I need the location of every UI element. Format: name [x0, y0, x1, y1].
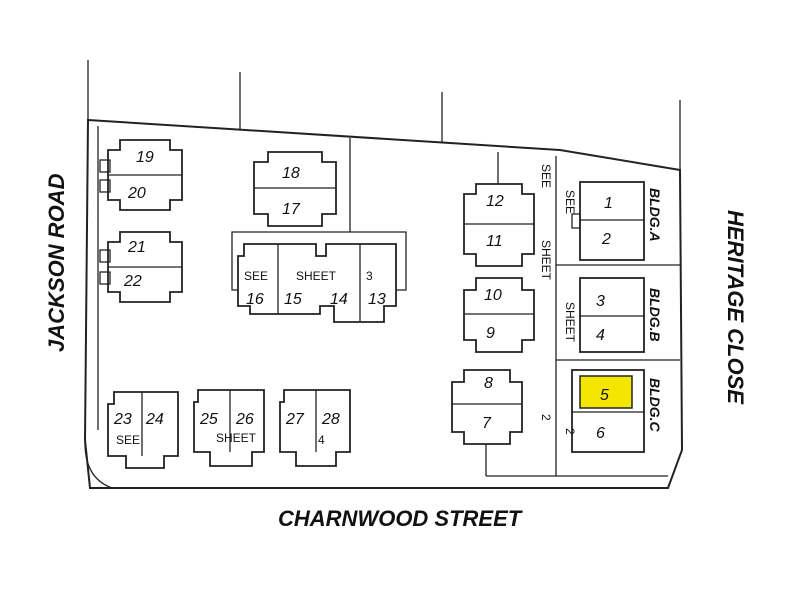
boundary-curve: [84, 439, 113, 489]
unit-pair-18-17: [253, 151, 337, 227]
unit-label: 27: [285, 411, 305, 428]
unit-pair-8-7: [451, 369, 523, 445]
unit-label: 26: [235, 411, 254, 428]
unit-label: 2: [601, 231, 611, 248]
bldg-c-units: [571, 369, 645, 453]
unit-pair-12-11: [463, 183, 535, 267]
unit-label: 17: [282, 201, 301, 218]
unit-label: 24: [145, 411, 164, 428]
note-sheet-number: 4: [318, 433, 325, 447]
unit-pair-25-26: [193, 389, 265, 467]
unit-pair-19-20: [99, 139, 183, 211]
unit-label: 20: [127, 185, 146, 202]
note-sheet: SHEET: [216, 431, 257, 445]
note-sheet-number: 3: [366, 269, 373, 283]
unit-label: 9: [486, 325, 495, 342]
note-sheet: SHEET: [563, 302, 577, 343]
unit-label: 3: [596, 293, 605, 310]
unit-label: 15: [284, 291, 302, 308]
unit-label: 1: [604, 195, 613, 212]
note-see: SEE: [563, 190, 577, 214]
note-sheet: SHEET: [539, 240, 553, 281]
unit-label: 16: [246, 291, 264, 308]
unit-label: 21: [127, 239, 146, 256]
note-see: SEE: [116, 433, 140, 447]
highlighted-unit-5: [579, 375, 633, 409]
unit-label-highlighted: 5: [600, 387, 609, 404]
unit-label: 7: [482, 415, 492, 432]
building-a-label: BLDG.A: [647, 188, 663, 242]
unit-pair-10-9: [463, 277, 535, 353]
unit-label: 18: [282, 165, 300, 182]
unit-pair-21-22: [99, 231, 183, 303]
unit-label: 12: [486, 193, 504, 210]
unit-label: 11: [486, 233, 503, 250]
bldg-b-units: [579, 277, 645, 353]
unit-label: 4: [596, 327, 605, 344]
unit-pair-27-28: [279, 389, 351, 467]
note-two: 2: [563, 428, 577, 435]
unit-label: 6: [596, 425, 605, 442]
unit-label: 22: [123, 273, 142, 290]
street-label-charnwood-street: CHARNWOOD STREET: [278, 506, 523, 531]
unit-label: 25: [199, 411, 218, 428]
note-see: SEE: [244, 269, 268, 283]
unit-label: 13: [368, 291, 386, 308]
street-label-jackson-road: JACKSON ROAD: [44, 173, 69, 352]
site-boundary: [83, 118, 684, 489]
bldg-a-units: [571, 181, 645, 261]
building-c-label: BLDG.C: [647, 378, 663, 433]
unit-block-16-13: [231, 231, 407, 323]
unit-label: 14: [330, 291, 348, 308]
note-see: SEE: [539, 164, 553, 188]
note-two: 2: [539, 414, 553, 421]
note-sheet: SHEET: [296, 269, 337, 283]
unit-label: 8: [484, 375, 493, 392]
building-b-label: BLDG.B: [647, 288, 663, 342]
unit-label: 28: [321, 411, 340, 428]
unit-label: 19: [136, 149, 154, 166]
unit-label: 10: [484, 287, 502, 304]
unit-label: 23: [113, 411, 132, 428]
unit-pair-23-24: [107, 391, 179, 469]
street-label-heritage-close: HERITAGE CLOSE: [723, 210, 748, 405]
